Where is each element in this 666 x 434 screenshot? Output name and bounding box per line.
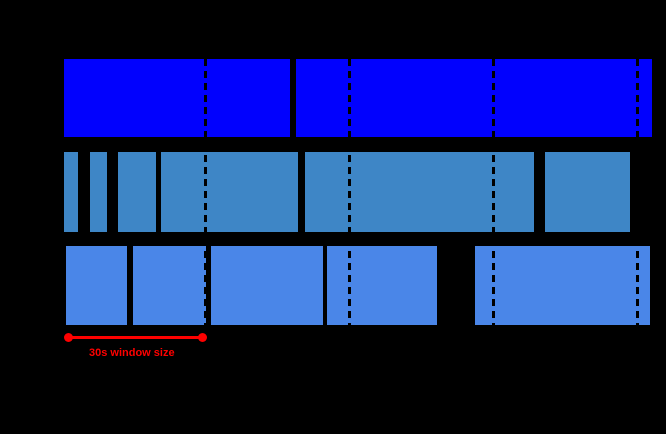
stream-bottom-segment (475, 246, 650, 325)
stream-middle-segment (118, 152, 156, 232)
stream-bottom-segment (211, 246, 323, 325)
window-boundary-line (492, 59, 495, 325)
window-size-arrow-endpoint (64, 333, 73, 342)
stream-bottom-segment (327, 246, 437, 325)
stream-bottom-segment (133, 246, 206, 325)
stream-middle-segment (305, 152, 534, 232)
window-size-label: 30s window size (89, 347, 175, 359)
stream-middle-segment (545, 152, 630, 232)
window-boundary-line (204, 59, 207, 325)
stream-top-segment (296, 59, 652, 137)
window-size-arrow-endpoint (198, 333, 207, 342)
stream-middle-segment (161, 152, 298, 232)
stream-middle-segment (64, 152, 78, 232)
stream-bottom-segment (66, 246, 127, 325)
stream-middle-segment (90, 152, 107, 232)
window-boundary-line (348, 59, 351, 325)
window-boundary-line (636, 59, 639, 325)
stream-top-segment (64, 59, 290, 137)
window-size-arrow (68, 336, 202, 339)
